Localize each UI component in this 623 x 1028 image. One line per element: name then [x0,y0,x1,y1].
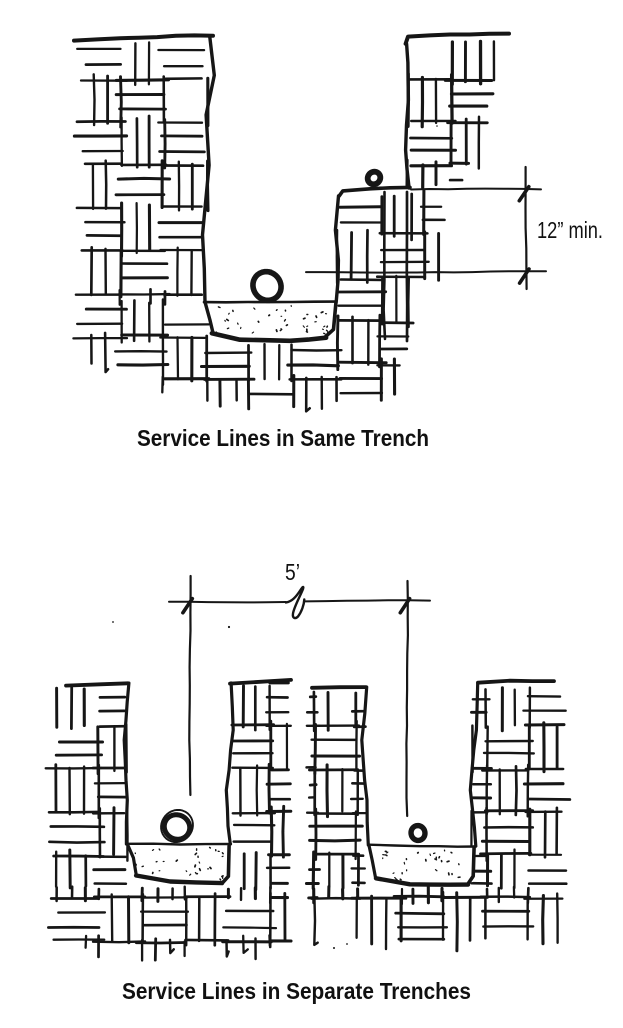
svg-text:Service Lines in Separate Tren: Service Lines in Separate Trenches [122,978,471,1004]
svg-text:Service Lines in Same Trench: Service Lines in Same Trench [137,425,429,451]
svg-text:12” min.: 12” min. [537,217,603,243]
svg-text:5’: 5’ [285,559,300,585]
